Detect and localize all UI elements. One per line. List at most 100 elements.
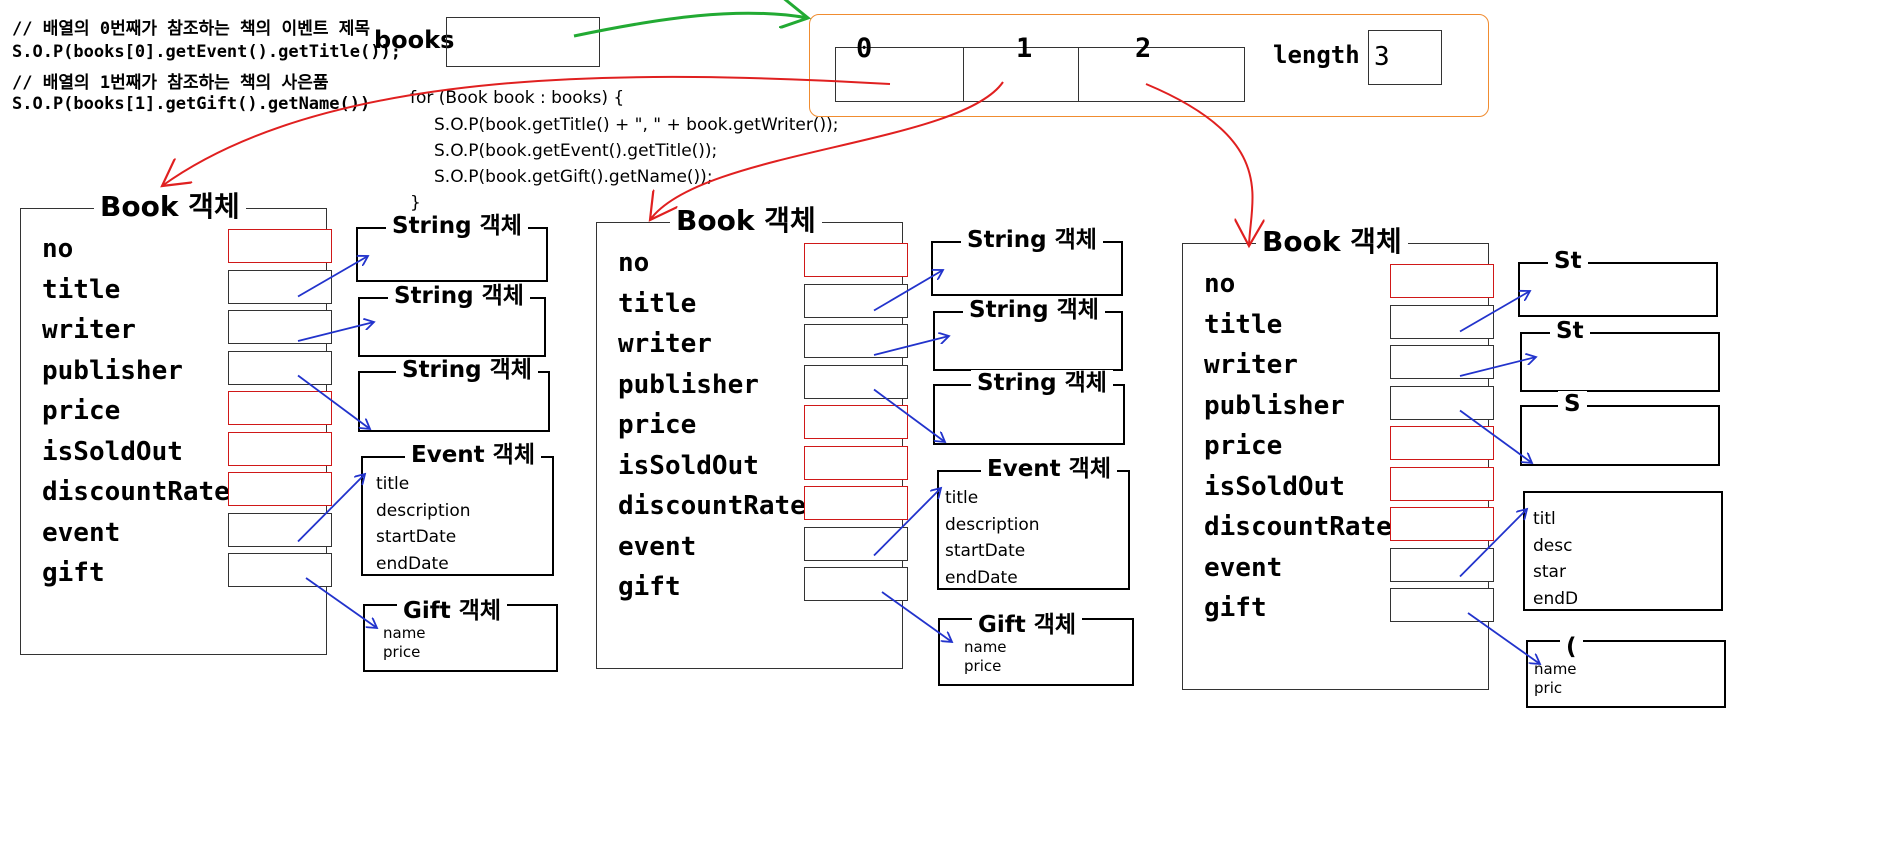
book-1-event-object-title: Event 객체 xyxy=(981,456,1117,482)
loop-line-1: S.O.P(book.getTitle() + ", " + book.getW… xyxy=(434,115,839,135)
book-1-event-field-3: endDate xyxy=(945,567,1018,588)
book-0-string-object-2-title: String 객체 xyxy=(396,357,538,383)
book-0-field-writer-label: writer xyxy=(42,315,136,345)
array-object xyxy=(809,14,1489,117)
book-1-string-1-reference-arrow xyxy=(873,336,949,356)
loop-line-3: S.O.P(book.getGift().getName()); xyxy=(434,167,713,187)
book-0-string-object-0-title: String 객체 xyxy=(386,213,528,239)
book-2-field-publisher-cell xyxy=(1390,385,1494,420)
book-0-string-object-1-title: String 객체 xyxy=(388,283,530,309)
book-0-string-1-reference-arrow xyxy=(297,322,374,342)
book-1-field-event-cell xyxy=(804,526,908,561)
book-0-field-discountRate-label: discountRate xyxy=(42,477,230,507)
book-2-field-title-label: title xyxy=(1204,309,1283,340)
book-2-event-field-3: endD xyxy=(1533,588,1579,609)
book-1-field-price-label: price xyxy=(618,410,697,440)
book-1-field-gift-cell xyxy=(804,567,908,601)
book-0-string-2-reference-arrow xyxy=(297,374,370,430)
book-0-gift-reference-arrow xyxy=(305,577,377,628)
book-2-string-2-reference-arrow xyxy=(1459,409,1532,464)
book-1-event-object xyxy=(937,470,1130,590)
book-2-field-discountRate-label: discountRate xyxy=(1204,512,1392,542)
book-2-event-field-2: star xyxy=(1533,562,1566,582)
book-2-field-isSoldOut-cell xyxy=(1390,466,1494,501)
book-2-gift-reference-arrow xyxy=(1467,612,1540,664)
book-2-string-1-reference-arrow xyxy=(1459,357,1536,377)
book-object-2-title: Book 객체 xyxy=(1256,226,1408,258)
array-cell-2 xyxy=(1078,47,1245,102)
array-length-cell xyxy=(1368,30,1442,85)
book-0-field-writer-cell xyxy=(228,310,332,344)
array-0-to-book-0-arrow xyxy=(162,75,891,186)
book-1-gift-field-1: price xyxy=(964,657,1002,675)
book-2-field-price-cell xyxy=(1390,426,1494,460)
array-1-to-book-1-arrow xyxy=(650,81,1004,220)
book-0-field-price-cell xyxy=(228,391,332,425)
book-0-string-0-reference-arrow xyxy=(297,256,368,298)
book-0-field-event-cell xyxy=(228,512,332,547)
book-0-field-publisher-label: publisher xyxy=(42,355,183,386)
book-0-event-field-1: description xyxy=(376,500,471,521)
book-0-field-no-cell xyxy=(228,229,332,263)
books-variable-label: books xyxy=(374,26,455,54)
comment-array-1: // 배열의 1번째가 참조하는 책의 사은품 xyxy=(12,73,329,93)
book-1-gift-object-title: Gift 객체 xyxy=(972,612,1083,638)
book-2-field-event-label: event xyxy=(1204,552,1283,583)
book-0-field-gift-label: gift xyxy=(42,558,105,588)
book-2-event-object xyxy=(1523,491,1723,611)
book-2-field-writer-cell xyxy=(1390,345,1494,379)
array-index-2: 2 xyxy=(1135,33,1152,64)
book-2-event-field-0: titl xyxy=(1533,509,1556,529)
book-0-field-publisher-cell xyxy=(228,350,332,385)
book-1-event-reference-arrow xyxy=(873,488,941,557)
book-0-event-object-title: Event 객체 xyxy=(405,442,541,468)
book-1-gift-reference-arrow xyxy=(881,591,952,642)
books-variable-cell xyxy=(446,17,600,67)
book-0-event-field-2: startDate xyxy=(376,527,457,547)
book-2-gift-field-1: pric xyxy=(1534,679,1563,697)
book-1-field-title-label: title xyxy=(618,288,697,319)
book-1-string-2-reference-arrow xyxy=(873,388,945,443)
book-0-event-reference-arrow xyxy=(297,474,365,543)
array-index-0: 0 xyxy=(856,33,873,64)
book-1-field-event-label: event xyxy=(618,531,697,562)
statement-array-0: S.O.P(books[0].getEvent().getTitle()); xyxy=(12,42,401,62)
book-1-event-field-2: startDate xyxy=(945,541,1026,561)
book-2-string-0-reference-arrow xyxy=(1459,291,1530,333)
book-object-0-title: Book 객체 xyxy=(94,191,246,223)
book-1-event-field-0: title xyxy=(945,488,979,508)
book-1-string-0-reference-arrow xyxy=(873,270,943,312)
book-2-string-object-0-title: St xyxy=(1548,248,1588,274)
book-1-field-no-cell xyxy=(804,243,908,277)
book-2-field-writer-label: writer xyxy=(1204,350,1298,380)
book-2-field-gift-label: gift xyxy=(1204,593,1267,623)
book-2-gift-field-0: name xyxy=(1534,660,1577,678)
book-2-field-isSoldOut-label: isSoldOut xyxy=(1204,471,1345,502)
book-1-field-discountRate-cell xyxy=(804,486,908,520)
book-1-gift-field-0: name xyxy=(964,638,1007,656)
book-0-field-isSoldOut-cell xyxy=(228,431,332,466)
book-1-field-discountRate-label: discountRate xyxy=(618,491,806,521)
book-1-string-object-0-title: String 객체 xyxy=(961,227,1103,253)
book-2-string-object-1-title: St xyxy=(1550,318,1590,344)
book-1-field-price-cell xyxy=(804,405,908,439)
book-0-field-price-label: price xyxy=(42,396,121,426)
book-2-event-reference-arrow xyxy=(1459,509,1527,578)
book-0-gift-object-title: Gift 객체 xyxy=(397,598,508,624)
book-1-field-isSoldOut-label: isSoldOut xyxy=(618,450,759,481)
book-1-field-publisher-label: publisher xyxy=(618,369,759,400)
book-2-string-object-2-title: S xyxy=(1558,391,1587,417)
book-1-field-publisher-cell xyxy=(804,364,908,399)
book-1-field-writer-label: writer xyxy=(618,329,712,359)
book-2-field-price-label: price xyxy=(1204,431,1283,461)
array-length-label: length xyxy=(1273,41,1360,69)
array-2-to-book-2-arrow xyxy=(1145,83,1253,246)
book-2-field-no-label: no xyxy=(1204,269,1236,299)
book-2-field-event-cell xyxy=(1390,547,1494,582)
book-2-event-field-1: desc xyxy=(1533,535,1573,556)
book-2-field-discountRate-cell xyxy=(1390,507,1494,541)
loop-line-2: S.O.P(book.getEvent().getTitle()); xyxy=(434,141,718,161)
books-to-array-arrow xyxy=(573,13,808,38)
book-2-gift-object xyxy=(1526,640,1726,708)
book-2-field-publisher-label: publisher xyxy=(1204,390,1345,421)
